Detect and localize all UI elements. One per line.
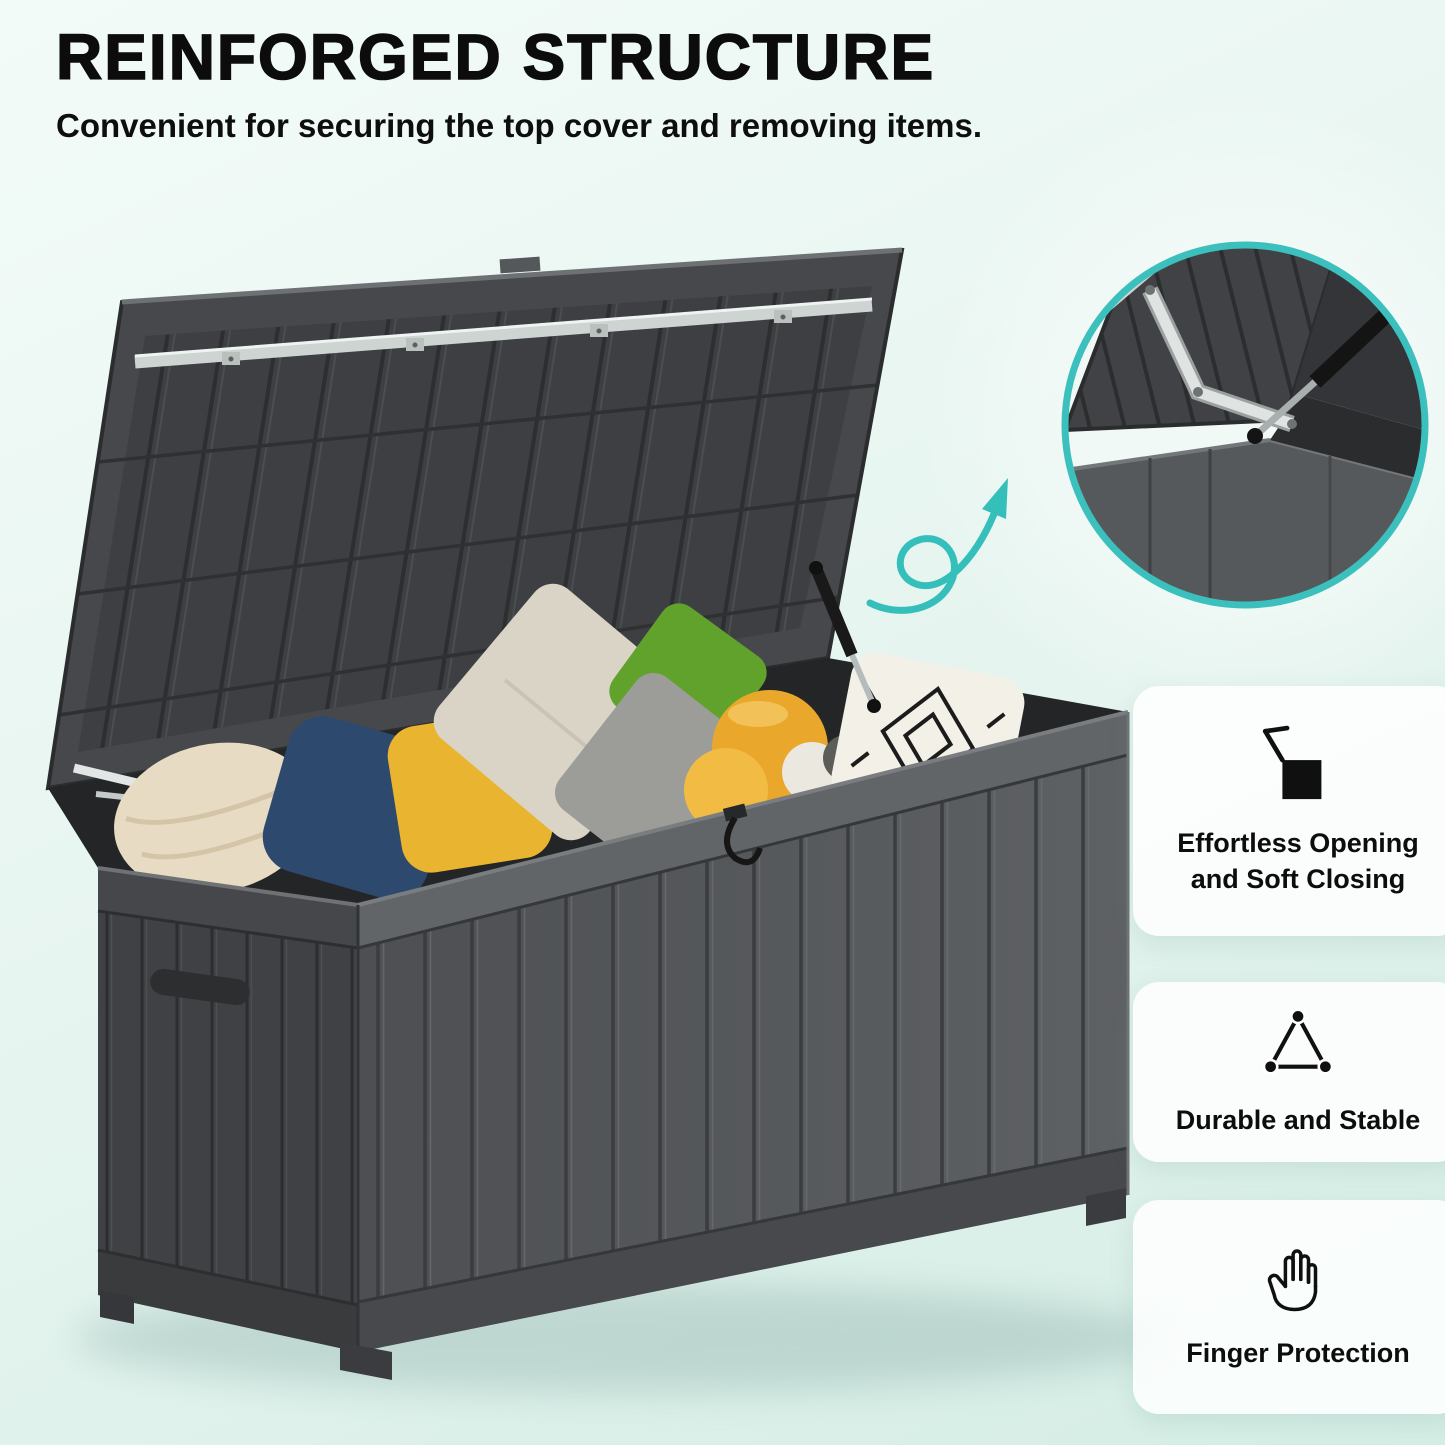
feature-label: Finger Protection — [1186, 1337, 1410, 1368]
open-hand-icon — [1263, 1243, 1333, 1313]
box-body — [97, 710, 1130, 1380]
feature-label: Durable and Stable — [1175, 1104, 1421, 1135]
curved-arrow — [866, 478, 1008, 614]
page-subtitle: Convenient for securing the top cover an… — [56, 107, 982, 145]
feature-card-durable-stable: Durable and Stable — [1133, 982, 1445, 1162]
feature-card-finger-protection: Finger Protection — [1133, 1200, 1445, 1414]
callout-ring — [1061, 241, 1429, 609]
box-lid-opening-icon — [1259, 725, 1337, 803]
hinge-detail-callout — [1061, 241, 1429, 609]
header: REINFORGED STRUCTURE Convenient for secu… — [55, 21, 1396, 145]
triangle-stability-icon — [1261, 1006, 1335, 1080]
feature-card-effortless-opening: Effortless Opening and Soft Closing — [1133, 686, 1445, 936]
lid-latch-tab — [499, 256, 541, 274]
gas-strut — [809, 561, 881, 713]
front-latch — [722, 803, 763, 866]
side-handle — [150, 968, 250, 1006]
hinge-bracket — [1142, 285, 1297, 433]
feature-label: Effortless Opening and Soft Closing — [1177, 827, 1419, 894]
page-title: REINFORGED STRUCTURE — [55, 21, 936, 93]
lid-metal-bar — [134, 297, 873, 369]
